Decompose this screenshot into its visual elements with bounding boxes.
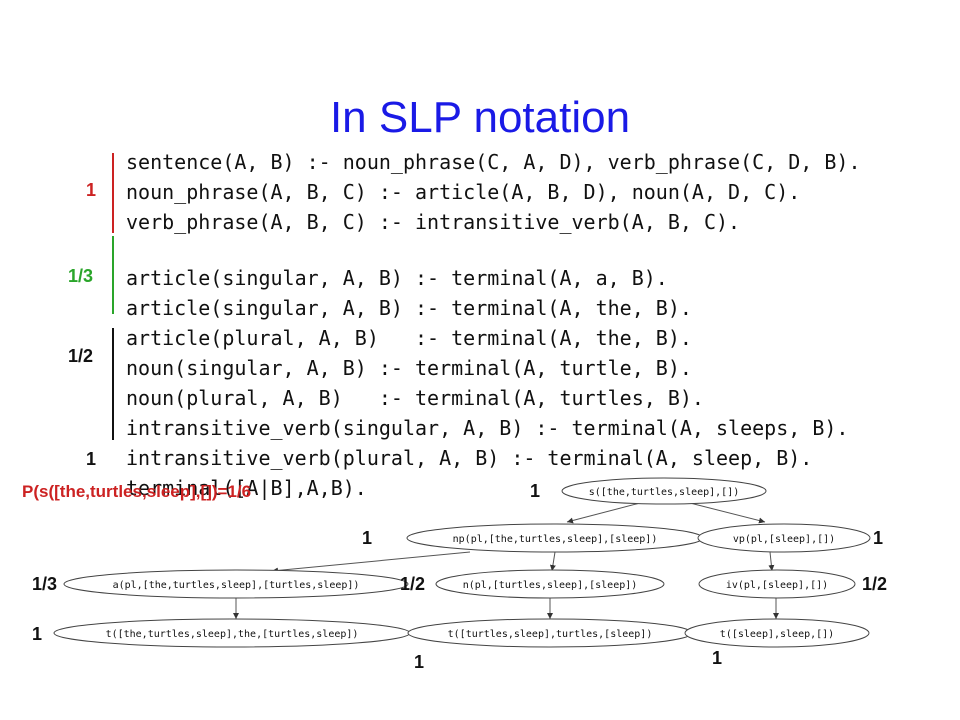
tree-node-label: a(pl,[the,turtles,sleep],[turtles,sleep]… xyxy=(113,580,360,591)
code-line: verb_phrase(A, B, C) :- intransitive_ver… xyxy=(126,210,741,234)
tree-node-iv xyxy=(698,569,856,599)
group-prob-4: 1 xyxy=(86,449,97,469)
group-prob-1: 1 xyxy=(86,180,97,200)
tree-prob-a: 1/3 xyxy=(32,574,57,594)
slide-title: In SLP notation xyxy=(329,93,631,142)
tree-node-s xyxy=(561,477,767,505)
tree-node-label: t([the,turtles,sleep],the,[turtles,sleep… xyxy=(106,629,359,640)
edge-vp-iv xyxy=(768,551,775,572)
code-line: noun(plural, A, B) :- terminal(A, turtle… xyxy=(126,386,704,410)
tree-node-a xyxy=(63,569,409,599)
tree-prob-vp: 1 xyxy=(873,528,883,548)
code-line: noun_phrase(A, B, C) :- article(A, B, D)… xyxy=(126,180,801,204)
tree-node-label: n(pl,[turtles,sleep],[sleep]) xyxy=(463,580,638,591)
tree-node-t3 xyxy=(684,618,870,648)
group-prob-2: 1/3 xyxy=(68,266,94,286)
tree-node-vp xyxy=(697,523,871,553)
tree-prob-t2: 1 xyxy=(414,652,424,672)
probability-equation: P(s([the,turtles,sleep],[])=1/6 xyxy=(22,482,252,501)
tree-node-label: t([turtles,sleep],turtles,[sleep]) xyxy=(448,629,653,640)
tree-prob-s: 1 xyxy=(530,481,540,501)
code-line: intransitive_verb(plural, A, B) :- termi… xyxy=(126,446,813,470)
edge-np-n xyxy=(549,551,556,572)
edge-s-np xyxy=(566,502,641,524)
tree-prob-t1: 1 xyxy=(32,624,42,644)
group-bracket-black xyxy=(112,328,114,440)
code-line: noun(singular, A, B) :- terminal(A, turt… xyxy=(126,356,692,380)
code-line: sentence(A, B) :- noun_phrase(C, A, D), … xyxy=(126,150,861,174)
group-bracket-red xyxy=(112,153,114,233)
tree-node-label: t([sleep],sleep,[]) xyxy=(720,629,834,640)
edge-s-vp xyxy=(689,502,766,524)
tree-node-n xyxy=(435,569,665,599)
group-prob-3: 1/2 xyxy=(68,346,94,366)
tree-prob-np: 1 xyxy=(362,528,372,548)
tree-prob-n: 1/2 xyxy=(400,574,425,594)
code-line: article(singular, A, B) :- terminal(A, t… xyxy=(126,296,692,320)
tree-prob-iv: 1/2 xyxy=(862,574,887,594)
edge-np-a xyxy=(271,551,471,574)
code-line: article(plural, A, B) :- terminal(A, the… xyxy=(126,326,692,350)
code-line: article(singular, A, B) :- terminal(A, a… xyxy=(126,266,668,290)
code-line: terminal([A|B],A,B). xyxy=(126,476,367,500)
group-bracket-green xyxy=(112,236,114,314)
tree-node-label: s([the,turtles,sleep],[]) xyxy=(589,487,740,498)
tree-node-label: iv(pl,[sleep],[]) xyxy=(726,580,828,591)
tree-node-label: vp(pl,[sleep],[]) xyxy=(733,534,835,545)
tree-prob-t3: 1 xyxy=(712,648,722,668)
tree-node-label: np(pl,[the,turtles,sleep],[sleep]) xyxy=(453,534,658,545)
code-line: intransitive_verb(singular, A, B) :- ter… xyxy=(126,416,849,440)
